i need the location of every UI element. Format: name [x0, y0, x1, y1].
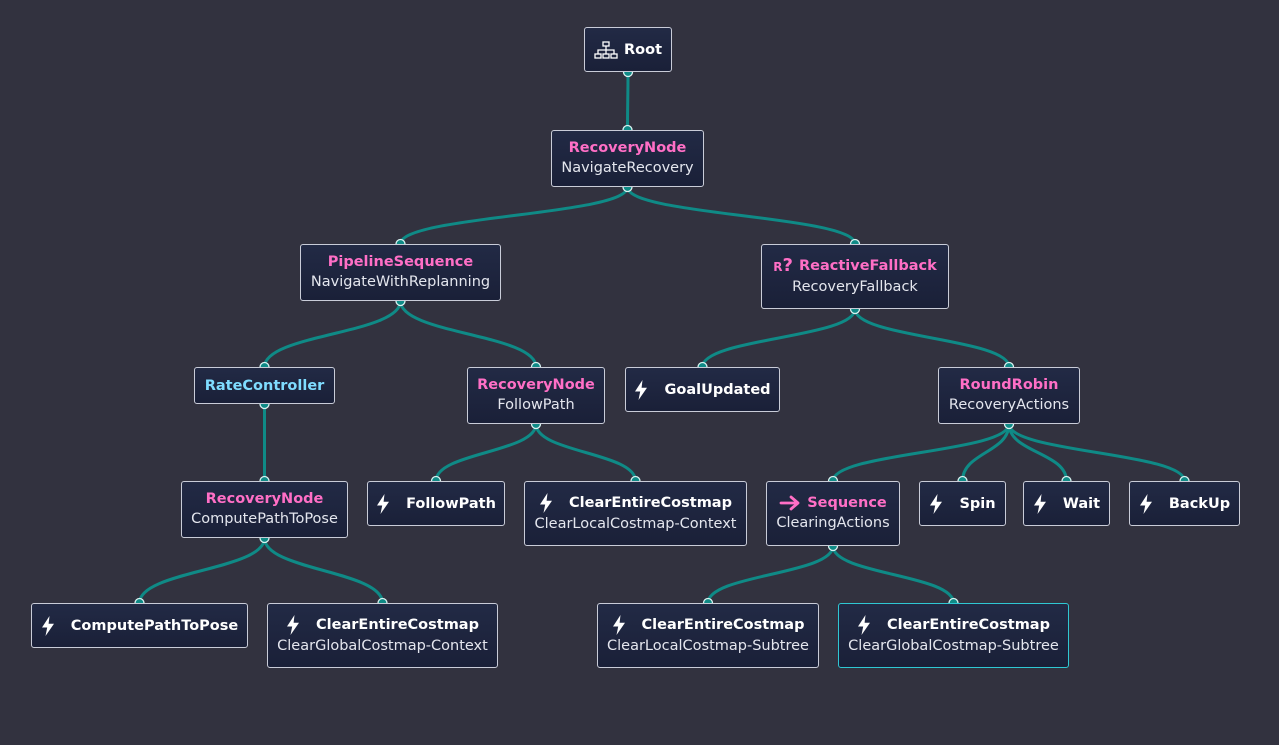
edge-navigate_recovery-pipeline	[399, 186, 629, 245]
tree-icon	[594, 40, 618, 59]
node-title: GoalUpdated	[664, 381, 771, 398]
edge-round_robin-wait	[1007, 423, 1068, 482]
lightning-icon	[612, 615, 626, 635]
node-title: ClearEntireCostmap	[316, 617, 479, 633]
node-subtitle: ClearGlobalCostmap-Context	[277, 638, 488, 654]
node-round-robin[interactable]: RoundRobin RecoveryActions	[938, 367, 1080, 424]
edge-compute_recovery-compute_path	[138, 537, 266, 604]
node-subtitle: RecoveryActions	[948, 397, 1070, 413]
node-title: Sequence	[807, 495, 887, 511]
node-clear-local-subtree[interactable]: ClearEntireCostmap ClearLocalCostmap-Sub…	[597, 603, 819, 668]
node-wait[interactable]: Wait	[1023, 481, 1110, 526]
node-clear-global-subtree[interactable]: ClearEntireCostmap ClearGlobalCostmap-Su…	[838, 603, 1069, 668]
node-backup[interactable]: BackUp	[1129, 481, 1240, 526]
node-compute-recovery[interactable]: RecoveryNode ComputePathToPose	[181, 481, 348, 538]
node-subtitle: RecoveryFallback	[792, 278, 918, 295]
edge-sequence-clear_local_subtree	[706, 545, 835, 604]
edge-followpath_recovery-follow_path	[434, 423, 538, 482]
lightning-icon	[1033, 493, 1047, 514]
lightning-icon	[929, 493, 943, 514]
node-title: ReactiveFallback	[798, 258, 937, 274]
node-followpath-recovery[interactable]: RecoveryNode FollowPath	[467, 367, 605, 424]
node-title: ComputePathToPose	[70, 617, 239, 634]
node-sequence[interactable]: Sequence ClearingActions	[766, 481, 900, 546]
edge-reactive_fallback-goal_updated	[701, 308, 857, 368]
node-subtitle: ClearGlobalCostmap-Subtree	[848, 638, 1059, 654]
node-reactive-fallback[interactable]: R? ReactiveFallback RecoveryFallback	[761, 244, 949, 309]
node-title: FollowPath	[406, 495, 496, 512]
node-title: RecoveryNode	[568, 140, 687, 156]
edge-reactive_fallback-round_robin	[853, 308, 1011, 368]
edge-compute_recovery-clear_global_context	[263, 537, 384, 604]
edge-round_robin-sequence	[831, 423, 1011, 482]
node-subtitle: NavigateWithReplanning	[310, 274, 491, 290]
node-navigate-recovery[interactable]: RecoveryNode NavigateRecovery	[551, 130, 704, 187]
node-subtitle: ComputePathToPose	[191, 511, 338, 527]
node-title: RecoveryNode	[205, 491, 324, 507]
node-title: RoundRobin	[959, 377, 1059, 393]
lightning-icon	[857, 615, 871, 635]
node-compute-path[interactable]: ComputePathToPose	[31, 603, 248, 648]
node-spin[interactable]: Spin	[919, 481, 1006, 526]
lightning-icon	[539, 493, 553, 513]
node-pipeline-sequence[interactable]: PipelineSequence NavigateWithReplanning	[300, 244, 501, 301]
edge-pipeline-rate_controller	[263, 300, 402, 368]
node-root[interactable]: Root	[584, 27, 672, 72]
node-subtitle: ClearingActions	[776, 515, 890, 531]
lightning-icon	[376, 493, 390, 514]
lightning-icon	[41, 615, 55, 636]
node-subtitle: ClearLocalCostmap-Context	[534, 516, 737, 532]
edge-navigate_recovery-reactive_fallback	[626, 186, 857, 245]
node-title: ClearEntireCostmap	[641, 617, 805, 633]
node-title: Wait	[1062, 495, 1101, 512]
node-title: RecoveryNode	[477, 377, 595, 393]
edge-root-navigate_recovery	[626, 71, 630, 131]
node-title: Root	[623, 41, 663, 58]
node-subtitle: NavigateRecovery	[561, 160, 694, 176]
reactive-question-icon: R?	[773, 254, 793, 276]
node-clear-local-context[interactable]: ClearEntireCostmap ClearLocalCostmap-Con…	[524, 481, 747, 546]
edge-round_robin-backup	[1007, 423, 1186, 482]
node-title: PipelineSequence	[327, 254, 474, 270]
node-title: ClearEntireCostmap	[887, 617, 1050, 633]
edge-sequence-clear_global_subtree	[831, 545, 955, 604]
lightning-icon	[1139, 493, 1153, 514]
node-subtitle: FollowPath	[497, 397, 575, 413]
node-clear-global-context[interactable]: ClearEntireCostmap ClearGlobalCostmap-Co…	[267, 603, 498, 668]
node-rate-controller[interactable]: RateController	[194, 367, 335, 404]
node-goal-updated[interactable]: GoalUpdated	[625, 367, 780, 412]
node-subtitle: ClearLocalCostmap-Subtree	[607, 638, 809, 654]
node-title: Spin	[959, 495, 996, 512]
edge-pipeline-followpath_recovery	[399, 300, 538, 368]
lightning-icon	[634, 379, 648, 400]
node-title: ClearEntireCostmap	[569, 495, 732, 511]
node-follow-path[interactable]: FollowPath	[367, 481, 505, 526]
lightning-icon	[286, 615, 300, 635]
node-title: BackUp	[1168, 495, 1231, 512]
edge-followpath_recovery-clear_local_context	[534, 423, 637, 482]
edge-round_robin-spin	[961, 423, 1011, 482]
arrow-right-icon	[779, 495, 801, 511]
node-title: RateController	[204, 377, 325, 394]
